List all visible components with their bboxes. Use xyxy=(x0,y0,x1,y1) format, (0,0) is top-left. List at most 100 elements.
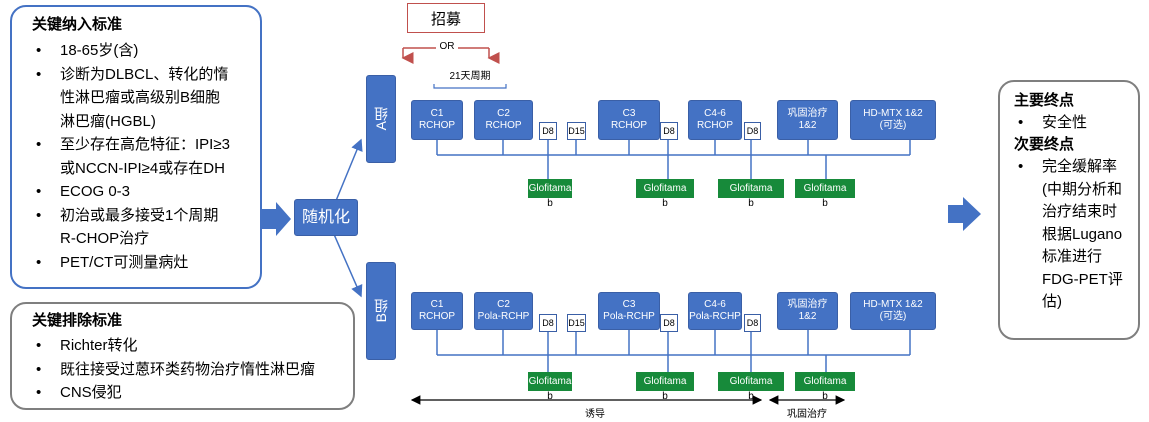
inclusion-title: 关键纳入标准 xyxy=(32,16,123,33)
cycle-box-line: RCHOP xyxy=(418,120,456,131)
inclusion-item-line: 初治或最多接受1个周期 xyxy=(60,206,219,224)
glofitamab-subscript: b xyxy=(822,198,828,209)
cycle-box-line: 1&2 xyxy=(798,120,817,131)
inclusion-item-line: 诊断为DLBCL、转化的惰 xyxy=(60,65,229,83)
primary-endpoint-title: 主要终点 xyxy=(1014,92,1075,109)
secondary-endpoint-line: (中期分析和 xyxy=(1042,180,1122,198)
glofitamab-box: Glofitama xyxy=(528,372,572,391)
cycle-box-line: HD-MTX 1&2 xyxy=(863,108,923,119)
secondary-endpoint-line: 标准进行 xyxy=(1042,248,1103,265)
consolidation-label: 巩固治疗 xyxy=(787,409,827,420)
primary-endpoint-list: 安全性 xyxy=(1014,112,1138,134)
inclusion-item-line: ECOG 0-3 xyxy=(60,183,131,200)
day-marker: D8 xyxy=(660,314,678,332)
glofitamab-subscript: b xyxy=(662,198,668,209)
group-b-cycle-box: HD-MTX 1&2(可选) xyxy=(850,292,936,330)
exclusion-title: 关键排除标准 xyxy=(32,312,123,329)
inclusion-item-line: 18-65岁(含) xyxy=(60,42,139,59)
glofitamab-box: Glofitama xyxy=(795,179,855,198)
day-marker: D8 xyxy=(744,122,761,140)
exclusion-list: Richter转化既往接受过蒽环类药物治疗惰性淋巴瘤CNS侵犯 xyxy=(32,334,353,405)
exclusion-criteria-panel: 关键排除标准 Richter转化既往接受过蒽环类药物治疗惰性淋巴瘤CNS侵犯 xyxy=(10,302,355,410)
glofitamab-box: Glofitama xyxy=(636,372,694,391)
cycle-box-line: C1 xyxy=(430,108,444,119)
secondary-endpoint-line: FDG-PET评 xyxy=(1042,270,1123,288)
group-b-label: B组 xyxy=(366,262,396,360)
cycle-box-line: C4-6 xyxy=(704,108,726,119)
secondary-endpoint-line: 根据Lugano xyxy=(1042,225,1123,243)
glofitamab-box: Glofitama xyxy=(795,372,855,391)
glofitamab-box: Glofitama xyxy=(636,179,694,198)
glofitamab-subscript: b xyxy=(547,391,553,402)
group-a-label: A组 xyxy=(366,75,396,163)
cycle-box-line: 1&2 xyxy=(798,311,817,322)
glofitamab-subscript: b xyxy=(662,391,668,402)
inclusion-item: PET/CT可测量病灶 xyxy=(32,251,260,275)
glofitamab-subscript: b xyxy=(748,391,754,402)
inclusion-item: 18-65岁(含) xyxy=(32,39,260,63)
day-marker: D8 xyxy=(539,122,557,140)
secondary-endpoint-title: 次要终点 xyxy=(1014,136,1075,153)
cycle-box-line: C2 xyxy=(497,299,510,310)
cycle-box-line: (可选) xyxy=(879,120,907,131)
recruit-box: 招募 xyxy=(407,3,485,33)
inclusion-list: 18-65岁(含) 诊断为DLBCL、转化的惰性淋巴瘤或高级别B细胞淋巴瘤(HGB… xyxy=(32,39,260,274)
inclusion-item: 初治或最多接受1个周期 R-CHOP治疗 xyxy=(32,204,260,251)
secondary-endpoint-line: 估) xyxy=(1042,293,1062,310)
glofitamab-subscript: b xyxy=(547,198,553,209)
cycle-box-line: RCHOP xyxy=(696,120,734,131)
cycle-box-line: 巩固治疗 xyxy=(787,299,828,310)
day-marker: D15 xyxy=(567,122,586,140)
cycle-box-line: C2 xyxy=(497,108,510,119)
group-a-cycle-box: HD-MTX 1&2(可选) xyxy=(850,100,936,140)
day-marker: D8 xyxy=(660,122,678,140)
glofitamab-subscript: b xyxy=(822,391,828,402)
induction-label: 诱导 xyxy=(585,409,605,420)
primary-endpoint-item: 安全性 xyxy=(1014,112,1138,134)
cycle-box-line: HD-MTX 1&2 xyxy=(863,299,923,310)
cycle-box-line: C1 xyxy=(430,299,444,310)
cycle-box-line: C3 xyxy=(622,299,636,310)
cycle-box-line: RCHOP xyxy=(418,311,456,322)
cycle-box-line: RCHOP xyxy=(485,120,522,131)
inclusion-item-line: 淋巴瘤(HGBL) xyxy=(60,112,156,130)
cycle-label: 21天周期 xyxy=(449,71,491,82)
glofitamab-box: Glofitama xyxy=(718,372,784,391)
day-marker: D15 xyxy=(567,314,586,332)
day-marker: D8 xyxy=(539,314,557,332)
glofitamab-subscript: b xyxy=(748,198,754,209)
inclusion-item-line: R-CHOP治疗 xyxy=(60,230,150,247)
inclusion-item: ECOG 0-3 xyxy=(32,180,260,204)
glofitamab-box: Glofitama xyxy=(528,179,572,198)
secondary-endpoint-line: 治疗结束时 xyxy=(1042,203,1118,220)
inclusion-criteria-panel: 关键纳入标准 18-65岁(含) 诊断为DLBCL、转化的惰性淋巴瘤或高级别B细胞… xyxy=(10,5,262,289)
glofitamab-box: Glofitama xyxy=(718,179,784,198)
day-marker: D8 xyxy=(744,314,761,332)
recruit-label: 招募 xyxy=(430,10,461,28)
inclusion-item-line: 性淋巴瘤或高级别B细胞 xyxy=(60,89,221,106)
exclusion-item: CNS侵犯 xyxy=(32,381,353,405)
block-arrow-left xyxy=(262,202,291,236)
exclusion-item: 既往接受过蒽环类药物治疗惰性淋巴瘤 xyxy=(32,358,353,382)
cycle-box-line: C3 xyxy=(622,108,636,119)
cycle-box-line: Pola-RCHP xyxy=(603,311,655,322)
exclusion-item: Richter转化 xyxy=(32,334,353,358)
randomize-box: 随机化 xyxy=(294,199,358,236)
inclusion-item-line: PET/CT可测量病灶 xyxy=(60,253,189,271)
secondary-endpoint-line: 完全缓解率 xyxy=(1042,158,1118,175)
cycle-box-line: Pola-RCHP xyxy=(477,311,530,322)
